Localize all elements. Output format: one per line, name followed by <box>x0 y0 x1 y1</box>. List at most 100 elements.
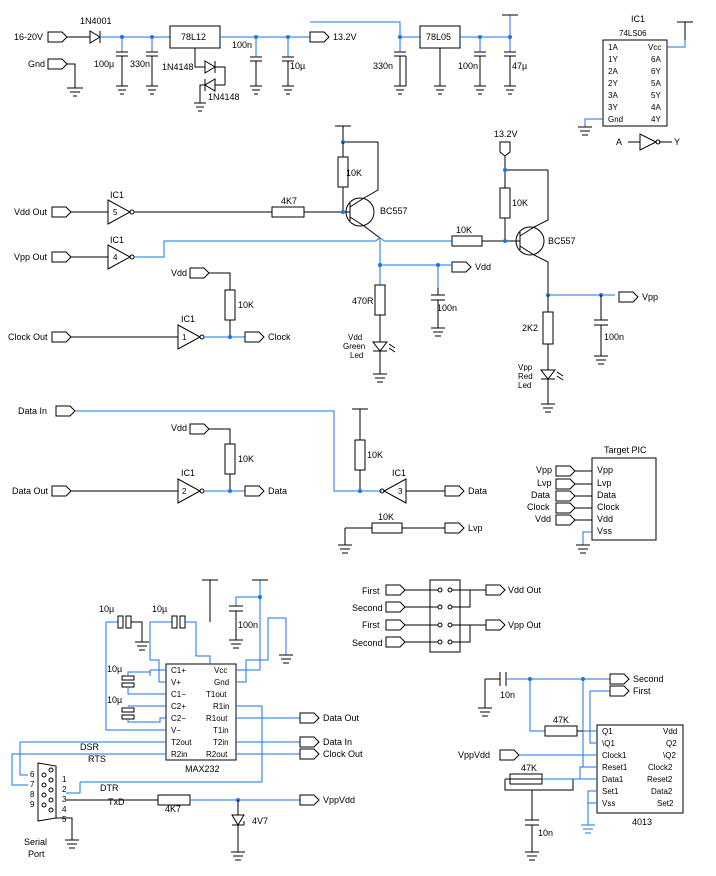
cd-pin-clock1: Clock1 <box>602 751 627 760</box>
max-pin-t1in: T1in <box>213 726 229 735</box>
clock-right-label: Clock <box>268 332 291 342</box>
vdd-out-connector <box>51 206 72 218</box>
r-10k-clock-label: 10K <box>238 300 254 310</box>
max-pin-t1out: T1out <box>206 690 227 699</box>
d3-label: 1N4148 <box>208 92 240 102</box>
led-red-line1: Vpp <box>518 363 533 372</box>
ic-ref-pin-vcc: Vcc <box>648 43 661 52</box>
reg1-label: 78L12 <box>181 32 206 42</box>
bc557-b-label: BC557 <box>548 236 576 246</box>
cd-pin-nq2: \Q2 <box>663 751 676 760</box>
cd-cap-10n-b <box>525 790 539 861</box>
target-lvp-left: Lvp <box>537 478 552 488</box>
target-clock-left: Clock <box>527 502 550 512</box>
max-cap4 <box>121 707 135 713</box>
r-10k-lvp-label: 10K <box>378 512 394 522</box>
resistor-10k-vpp-base <box>451 235 483 247</box>
max-pin-c1m: C1− <box>171 690 186 699</box>
c7-label: 47µ <box>512 61 527 71</box>
vpp-out-right-connector <box>618 291 639 303</box>
vdd-right-label: Vdd <box>475 262 491 272</box>
diode-1n4148-a <box>204 60 216 74</box>
switch-vdd-out-label: Vdd Out <box>508 585 542 595</box>
max-pin-gnd: Gnd <box>214 678 229 687</box>
r-4k7-max-label: 4K7 <box>165 804 181 814</box>
data-right-connector <box>244 485 265 497</box>
data-out-label: Data Out <box>12 486 49 496</box>
ic-ref-pin-2y: 2Y <box>608 79 618 88</box>
port-pin-4: 4 <box>62 805 67 814</box>
r-4k7-label: 4K7 <box>281 196 297 206</box>
cd4013-chip <box>596 724 684 814</box>
r-10k-vdd-top-label: 10K <box>346 168 362 178</box>
ic-ref-pin-4a: 4A <box>651 103 661 112</box>
target-pin-vss: Vss <box>597 526 613 536</box>
data3-label: Data <box>468 486 487 496</box>
max-clock-out-label: Clock Out <box>323 749 363 759</box>
data-driver: Data In Vdd 10K Data Out 2 IC1 Data 10K … <box>12 405 487 554</box>
ic1-gate-4 <box>107 244 132 270</box>
r-10k-vpp-base-label: 10K <box>456 225 472 235</box>
ic-ref-pin-3y: 3Y <box>608 103 618 112</box>
cd-pin-set2: Set2 <box>657 799 674 808</box>
data3-connector <box>444 485 465 497</box>
ic-ref-part: 74LS06 <box>619 29 647 38</box>
ic1-74ls06-reference: IC1 1A 1Y 2A 2Y 3A 3Y Gnd Vcc 6A 6Y 5A 5… <box>578 14 693 151</box>
max-cap2 <box>179 615 186 629</box>
ic-ref-pin-6a: 6A <box>651 55 661 64</box>
target-row-clock: Clock Clock <box>527 502 620 514</box>
data-in-label: Data In <box>18 406 47 416</box>
led-green-line3: Led <box>350 351 363 360</box>
ic-ref-pin-1a: 1A <box>608 43 618 52</box>
vpp-out-label: Vpp Out <box>14 252 48 262</box>
max-data-in-label: Data In <box>323 737 352 747</box>
out-13v2-connector <box>309 31 330 43</box>
vpp-supply-label: 13.2V <box>494 129 518 139</box>
resistor-10k-clock <box>224 289 236 321</box>
clock-vdd-connector <box>189 267 210 279</box>
target-title: Target PIC <box>604 445 647 455</box>
cd-r1-label: 47K <box>553 715 569 725</box>
target-pin-data: Data <box>597 490 616 500</box>
led-green-line1: Vdd <box>348 333 362 342</box>
ic1-package <box>602 39 668 127</box>
target-pic-box <box>591 457 657 541</box>
cd-pin-reset2: Reset2 <box>647 775 673 784</box>
max-pin-c2p: C2+ <box>171 702 186 711</box>
max-cap2-label: 10µ <box>152 604 167 614</box>
capacitor-100n-b <box>474 51 486 95</box>
cd-cap2-label: 10n <box>538 828 553 838</box>
max-pin-r2out: R2out <box>206 750 228 759</box>
cd-vppvdd-connector <box>499 749 520 761</box>
cd-pin-reset1: Reset1 <box>602 763 628 772</box>
max-pin-vm: V− <box>171 726 181 735</box>
data-out-connector <box>51 485 72 497</box>
d1-label: 1N4001 <box>80 16 112 26</box>
diode-1n4148-b <box>204 78 216 92</box>
cd-pin-set1: Set1 <box>602 787 619 796</box>
r-470r-label: 470R <box>352 296 374 306</box>
vpp-right-label: Vpp <box>642 292 658 302</box>
port-pin-6: 6 <box>30 770 35 779</box>
c5-label: 330n <box>373 61 393 71</box>
port-pin-7: 7 <box>30 780 35 789</box>
target-pic: Target PIC Vpp Vpp Lvp Lvp Data Data Clo… <box>527 445 657 554</box>
rts-label: RTS <box>88 754 106 764</box>
max-data-in-connector <box>299 736 320 748</box>
resistor-10k-data <box>224 443 236 475</box>
power-supply: 16-20V Gnd 1N4001 78L12 100µ 330n 1N4148… <box>14 14 527 112</box>
target-row-data: Data Data <box>531 490 616 502</box>
capacitor-100u <box>116 51 128 95</box>
diode-1n4001 <box>89 30 101 44</box>
c6-label: 100n <box>458 61 478 71</box>
ic1-gate-3-num: 3 <box>398 487 403 496</box>
max-pin-vp: V+ <box>171 678 181 687</box>
r-10k-vpp-top-label: 10K <box>512 198 528 208</box>
switch-row-second-a: Second <box>352 601 453 613</box>
max-pin-r1in: R1in <box>213 702 229 711</box>
max-pin-r1out: R1out <box>206 714 228 723</box>
c-100n-vpp-label: 100n <box>604 332 624 342</box>
serial-port-label-1: Serial <box>24 837 47 847</box>
switch-second-a-label: Second <box>352 603 383 613</box>
transistor-bc557-b <box>515 226 545 256</box>
